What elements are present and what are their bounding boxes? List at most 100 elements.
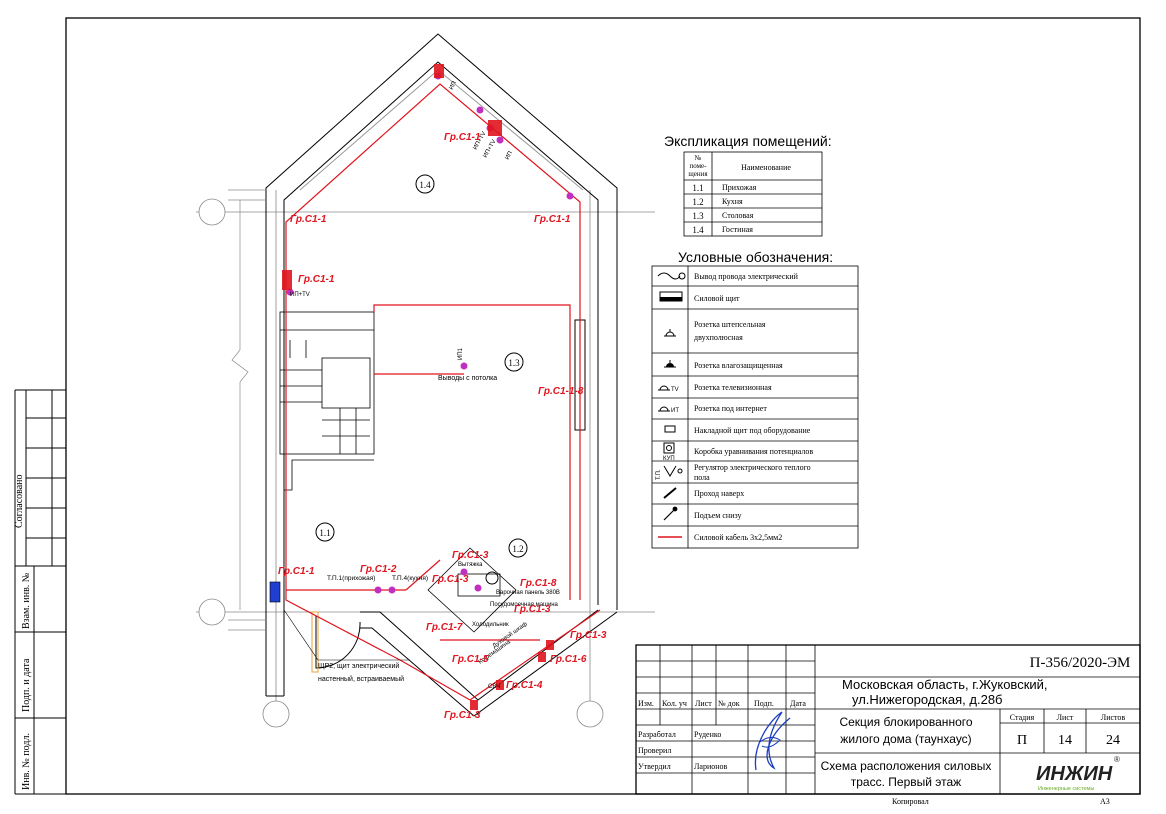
explication-header-name: Наименование xyxy=(741,163,791,172)
tv-socket-icon: TV xyxy=(658,385,679,393)
panel-note-1: ЩР2, щит электрический xyxy=(318,662,399,670)
circuit-label: Гр.С1-3 xyxy=(444,710,481,721)
explication-no: 1.2 xyxy=(692,197,703,207)
explication-name: Столовая xyxy=(722,211,754,220)
svg-text:TV: TV xyxy=(671,387,679,393)
circuit-label: Гр.С1-7 xyxy=(426,622,463,633)
address-line-2: ул.Нижегородская, д.28б xyxy=(852,692,1003,707)
note-ceiling-outputs: Выводы с потолка xyxy=(438,375,497,382)
explication-name: Прихожая xyxy=(722,183,757,192)
svg-text:Т.П.: Т.П. xyxy=(656,469,662,480)
room-1-3: 1.3 xyxy=(508,358,520,368)
circuit-label: Гр.С1-5 xyxy=(452,654,489,665)
circuit-label: Гр.С1-3 xyxy=(514,604,551,615)
document-code: П-356/2020-ЭМ xyxy=(1030,655,1131,671)
socket-groups xyxy=(282,64,554,710)
wire-outlet-icon xyxy=(657,272,686,280)
logo-text: ИНЖИН xyxy=(1036,763,1113,785)
entry-door xyxy=(311,611,361,673)
sheet-frame xyxy=(65,17,1141,795)
sidebar-soglasovano: Согласовано xyxy=(14,474,25,528)
col-header: Изм. xyxy=(638,699,654,708)
company-logo: ИНЖИН Инженерные системы ® xyxy=(1036,755,1120,792)
col-header: Лист xyxy=(695,699,712,708)
explication-header-no-3: щения xyxy=(688,170,708,178)
legend-label: Подъем снизу xyxy=(694,511,741,520)
sheets-label: Листов xyxy=(1101,713,1126,722)
col-header: № док xyxy=(718,699,740,708)
panel-leader xyxy=(283,609,319,661)
explication-no: 1.3 xyxy=(692,211,704,221)
explication-name: Гостиная xyxy=(722,225,753,234)
footer-format: А3 xyxy=(1100,797,1110,806)
circuit-label: Гр.С1-1 xyxy=(290,214,327,225)
explication-name: Кухня xyxy=(722,197,743,206)
explication-header-no-1: № xyxy=(695,154,702,162)
sheet-label: Лист xyxy=(1057,713,1074,722)
tag-6: ИП1 xyxy=(458,347,464,360)
circuit-label: Гр.С1-1 xyxy=(444,132,481,143)
circuit-label: Гр.С1-3 xyxy=(570,630,607,641)
power-panel-shr2 xyxy=(269,581,281,603)
tag-1: ИП xyxy=(449,81,459,91)
note-tp1: Т.П.1(прихожая) xyxy=(327,575,375,582)
socket-icon xyxy=(664,329,676,337)
circuit-label: Гр.С1-3 xyxy=(452,550,489,561)
circuit-label: Гр.С1-4 xyxy=(506,680,543,691)
role-label: Утвердил xyxy=(638,762,671,771)
svg-text:КУП: КУП xyxy=(663,456,675,462)
sidebar-inv-podl: Инв. № подл. xyxy=(21,733,32,790)
circuit-label: Гр.С1-6 xyxy=(550,654,587,665)
panel-note-2: настенный, встраиваемый xyxy=(318,675,404,683)
col-header: Кол. уч xyxy=(662,699,687,708)
object-line-1: Секция блокированного xyxy=(839,715,972,729)
note-tp4: Т.П.4(кухня) xyxy=(392,575,428,582)
tag-5: ИП+TV xyxy=(290,292,310,298)
surface-box-icon xyxy=(664,425,676,433)
room-1-1: 1.1 xyxy=(319,528,330,538)
legend-label: Проход наверх xyxy=(694,489,744,498)
legend-label-socket: Розетка штепсельная двухполюсная xyxy=(694,320,768,342)
legend: Условные обозначения: xyxy=(651,249,859,549)
role-name: Ларионов xyxy=(694,762,728,771)
legend-label: Коробка уравнивания потенциалов xyxy=(694,447,813,456)
legend-label: Силовой кабель 3х2,5мм2 xyxy=(694,533,782,542)
legend-label: Вывод провода электрический xyxy=(694,272,799,281)
role-label: Разработал xyxy=(638,730,676,739)
drawing-title-line-2: трасс. Первый этаж xyxy=(851,775,961,789)
logo-subtitle: Инженерные системы xyxy=(1038,786,1094,792)
note-hob: Варочная панель 380В xyxy=(496,590,560,596)
sheet-value: 14 xyxy=(1058,733,1072,748)
legend-label: Силовой щит xyxy=(694,294,740,303)
grid-axes xyxy=(196,190,655,728)
rise-from-below-icon xyxy=(663,506,678,521)
circuit-labels: Гр.С1-1 Гр.С1-1 Гр.С1-1 Гр.С1-1 Гр.С1-1-… xyxy=(278,132,607,721)
legend-label: Розетка влагозащищенная xyxy=(694,361,783,370)
circuit-label: Гр.С1-1-8 xyxy=(538,386,584,397)
circuit-label: Гр.С1-3 xyxy=(432,574,469,585)
legend-title: Условные обозначения: xyxy=(678,249,833,265)
pass-up-icon xyxy=(663,487,677,499)
adjacent-walls xyxy=(228,189,266,631)
room-markers: 1.4 1.3 1.1 1.2 xyxy=(315,174,528,558)
explication-title: Экспликация помещений: xyxy=(664,133,832,149)
title-block: П-356/2020-ЭМ Московская область, г.Жуко… xyxy=(635,644,1141,795)
object-line-2: жилого дома (таунхаус) xyxy=(840,732,971,746)
legend-label: Накладной щит под оборудование xyxy=(694,426,811,435)
explication-no: 1.1 xyxy=(692,183,703,193)
explication: Экспликация помещений: № поме- щения Наи… xyxy=(664,133,832,237)
explication-header-no-2: поме- xyxy=(690,162,708,170)
col-header: Подп. xyxy=(754,699,774,708)
equipotential-box-icon: КУП xyxy=(663,442,675,462)
room-1-2: 1.2 xyxy=(512,544,523,554)
tag-4: ИП xyxy=(505,151,515,161)
circuit-label: Гр.С1-2 xyxy=(360,564,397,575)
circuit-label: Гр.С1-1 xyxy=(298,274,335,285)
circuit-label: Гр.С1-1 xyxy=(534,214,571,225)
role-name: Руденко xyxy=(694,730,721,739)
room-1-4: 1.4 xyxy=(419,180,431,190)
note-mw: СВЧ xyxy=(488,684,500,690)
sheets-value: 24 xyxy=(1106,733,1120,748)
drawing-title-line-1: Схема расположения силовых xyxy=(821,759,992,773)
